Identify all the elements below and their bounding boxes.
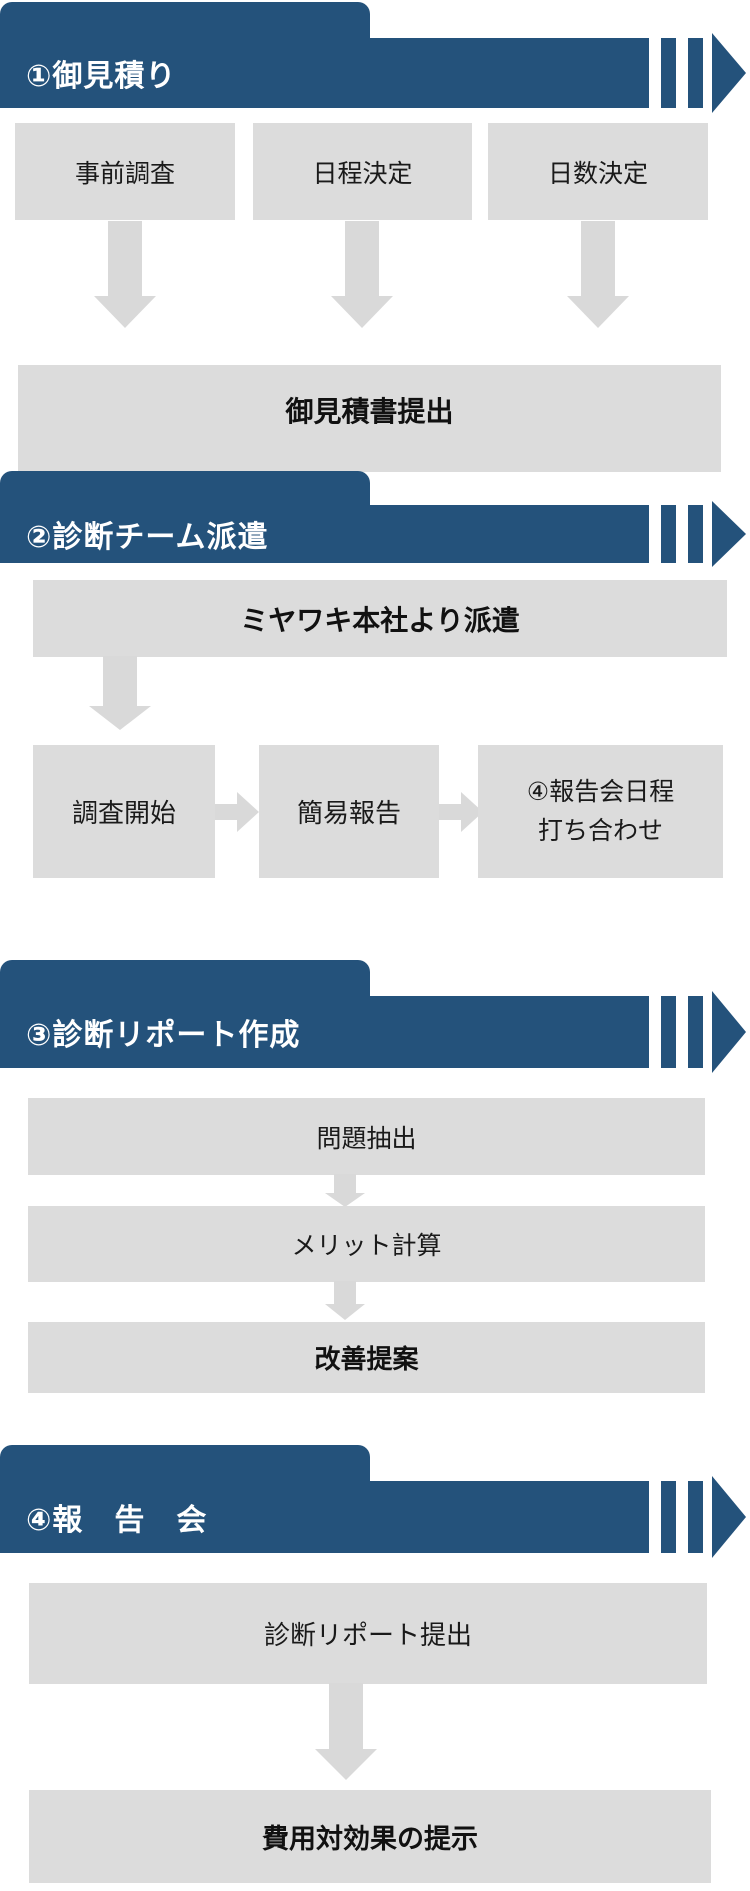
chevron-bar-icon [688,1481,703,1553]
step-box: 日数決定 [488,123,708,220]
section-2-title: ②診断チーム派遣 [26,521,269,554]
header-tab [0,471,370,511]
header-tab [0,960,370,1000]
report-box: 診断リポート提出 [29,1583,707,1684]
step-box: メリット計算 [28,1206,705,1282]
step-box: 事前調査 [15,123,235,220]
header-banner: ①御見積り [0,38,649,108]
meeting-label-line1: ④報告会日程 [526,777,675,806]
arrow-right-icon [712,991,746,1073]
result-label: 費用対効果の提示 [262,1824,478,1854]
step-box: 改善提案 [28,1322,705,1393]
arrow-right-icon [712,33,746,113]
meeting-label-line2: 打ち合わせ [537,816,663,845]
step-label: メリット計算 [291,1232,442,1260]
chevron-bar-icon [688,996,703,1068]
header-tab [0,1445,370,1485]
arrow-right-icon [712,1476,746,1558]
step-box: 日程決定 [253,123,472,220]
step-label: 問題抽出 [316,1124,417,1153]
step-label: 日数決定 [547,159,648,188]
source-box: ミヤワキ本社より派遣 [33,580,727,657]
section-3-title: ③診断リポート作成 [26,1019,301,1052]
step-box: 問題抽出 [28,1098,705,1175]
step-label: 日程決定 [312,159,413,188]
arrow-right-icon [712,501,746,567]
step-label: 改善提案 [314,1344,419,1374]
chevron-bar-icon [661,38,676,108]
flow-label: 調査開始 [71,798,176,828]
source-label: ミヤワキ本社より派遣 [240,604,520,636]
chevron-bar-icon [661,996,676,1068]
section-1-title: ①御見積り [26,60,177,93]
flow-box: 簡易報告 [259,745,439,878]
flow-label: 簡易報告 [296,798,401,828]
chevron-bar-icon [661,1481,676,1553]
header-banner: ④報 告 会 [0,1481,649,1553]
report-label: 診断リポート提出 [263,1620,472,1650]
header-tab [0,2,370,42]
chevron-bar-icon [688,505,703,563]
result-label: 御見積書提出 [285,395,454,427]
header-banner: ②診断チーム派遣 [0,505,649,563]
header-banner: ③診断リポート作成 [0,996,649,1068]
section-4-title: ④報 告 会 [26,1504,208,1537]
chevron-bar-icon [688,38,703,108]
chevron-bar-icon [661,505,676,563]
flow-box: 調査開始 [33,745,215,878]
meeting-box: ④報告会日程 打ち合わせ [478,745,723,878]
step-label: 事前調査 [74,159,175,188]
result-box: 御見積書提出 [18,365,721,472]
result-box: 費用対効果の提示 [29,1790,711,1883]
